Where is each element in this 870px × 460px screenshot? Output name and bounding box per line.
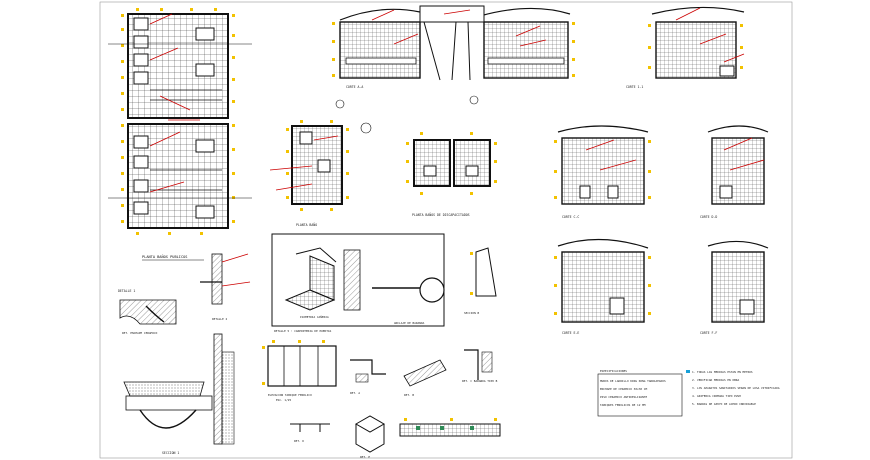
detail-3 (213, 333, 235, 445)
detail-1-sub: DET. ENCHAPE CERAMICO (122, 331, 158, 335)
frame-title: ELEVACION TABIQUE FENOLICO (268, 393, 312, 397)
det-b-title: DET. B (404, 393, 414, 397)
legend-row-2: ENCHAPE DE CERAMICO 30x30 CM (600, 387, 647, 391)
frame-outline (267, 345, 337, 387)
iso-box: ISOMETRIA CAÑERIA DETALLE 5 : CARPINTERI… (271, 233, 445, 333)
det-e: DET. E (354, 415, 386, 459)
anchor-title: ANCLAJE DE BARANDA (394, 321, 425, 325)
frame-sub: ESC. 1/25 (276, 398, 291, 402)
note-1: 1. TODAS LAS MEDIDAS ESTAN EN METROS (692, 370, 753, 374)
elevation-b-title: CORTE 1-1 (626, 85, 643, 89)
note-5: 5. BARRAS DE APOYO DE ACERO INOXIDABLE (692, 402, 756, 406)
detail-1: DETALLE 1 DET. ENCHAPE CERAMICO (118, 289, 177, 335)
frame-elevation: ELEVACION TABIQUE FENOLICO ESC. 1/25 (262, 340, 337, 402)
detail-2-title: DETALLE 2 (212, 317, 227, 321)
plan-small-title: PLANTA BAÑO (296, 222, 317, 227)
iso-box-frame (271, 233, 445, 327)
iso-box-sub: DETALLE 5 : CARPINTERIA DE PUERTAS (274, 329, 332, 333)
section-c-wall (561, 137, 645, 205)
det-strip (399, 418, 501, 437)
det-b: DET. B (403, 359, 447, 397)
det-c: DET. C BARANDA TIPO B (462, 349, 498, 383)
section-f: CORTE F-F (700, 240, 769, 335)
det-d: DET. D (290, 423, 330, 443)
detail-1-title: DETALLE 1 (118, 289, 135, 293)
legend-frame (597, 373, 683, 417)
elevation-a-title: CORTE A-A (346, 85, 363, 89)
elevation-a-left-wall (339, 21, 421, 79)
section-e-title: CORTE E-E (562, 331, 579, 335)
basin-section: SECCION 1 (123, 381, 213, 455)
sheet-border (99, 1, 793, 459)
det-a-title: DET. A (350, 391, 360, 395)
det-d-title: DET. D (294, 439, 304, 443)
det-e-title: DET. E (360, 455, 370, 459)
note-2: 2. VERIFICAR MEDIDAS EN OBRA (692, 378, 739, 382)
elevation-a-right-wall (483, 21, 569, 79)
section-d-title: CORTE D-D (700, 215, 717, 219)
plan-mid-title: PLANTA BAÑOS DE DISCAPACITADOS (412, 212, 470, 217)
det-c-title: DET. C BARANDA TIPO B (462, 379, 498, 383)
plan-main: PLANTA BAÑOS PUBLICOS (108, 8, 252, 261)
plan-main-title: PLANTA BAÑOS PUBLICOS (142, 254, 187, 259)
legend-row-3: PISO CERAMICO ANTIDESLIZANTE (600, 395, 647, 399)
section-d: CORTE D-D (700, 125, 769, 219)
detail-2: DETALLE 2 (200, 253, 251, 321)
section-e-wall (561, 251, 645, 323)
section-e: CORTE E-E (554, 238, 651, 335)
det-a: DET. A (350, 359, 386, 395)
section-c-title: CORTE C-C (562, 215, 579, 219)
legend-row-1: MUROS DE LADRILLO KING KONG TARRAJEADOS (600, 379, 666, 383)
section-f-title: CORTE F-F (700, 331, 717, 335)
legend-row-4: TABIQUES FENOLICOS DE 12 MM (600, 403, 646, 407)
plan-mid-right (453, 139, 491, 187)
basin-title: SECCION 1 (162, 451, 179, 455)
plan-mid: PLANTA BAÑOS DE DISCAPACITADOS (406, 95, 497, 217)
plan-mid-left (413, 139, 451, 187)
elevation-b: CORTE 1-1 (626, 6, 745, 89)
section-b: SECCION B (464, 247, 497, 315)
plan-small: PLANTA BAÑO (269, 99, 372, 227)
legend-block: ESPECIFICACIONES MUROS DE LADRILLO KING … (597, 369, 780, 417)
iso-box-title: ISOMETRIA CAÑERIA (300, 314, 329, 319)
elevation-a: CORTE A-A (332, 5, 575, 89)
section-f-wall (711, 251, 765, 323)
note-4: 4. GRIFERIA CROMADA TIPO PUSH (692, 394, 741, 398)
note-3: 3. LOS APARATOS SANITARIOS SERAN DE LOSA… (692, 386, 780, 390)
legend-heading: ESPECIFICACIONES (600, 369, 627, 373)
section-c: CORTE C-C (554, 125, 651, 219)
section-b-title: SECCION B (464, 311, 479, 315)
